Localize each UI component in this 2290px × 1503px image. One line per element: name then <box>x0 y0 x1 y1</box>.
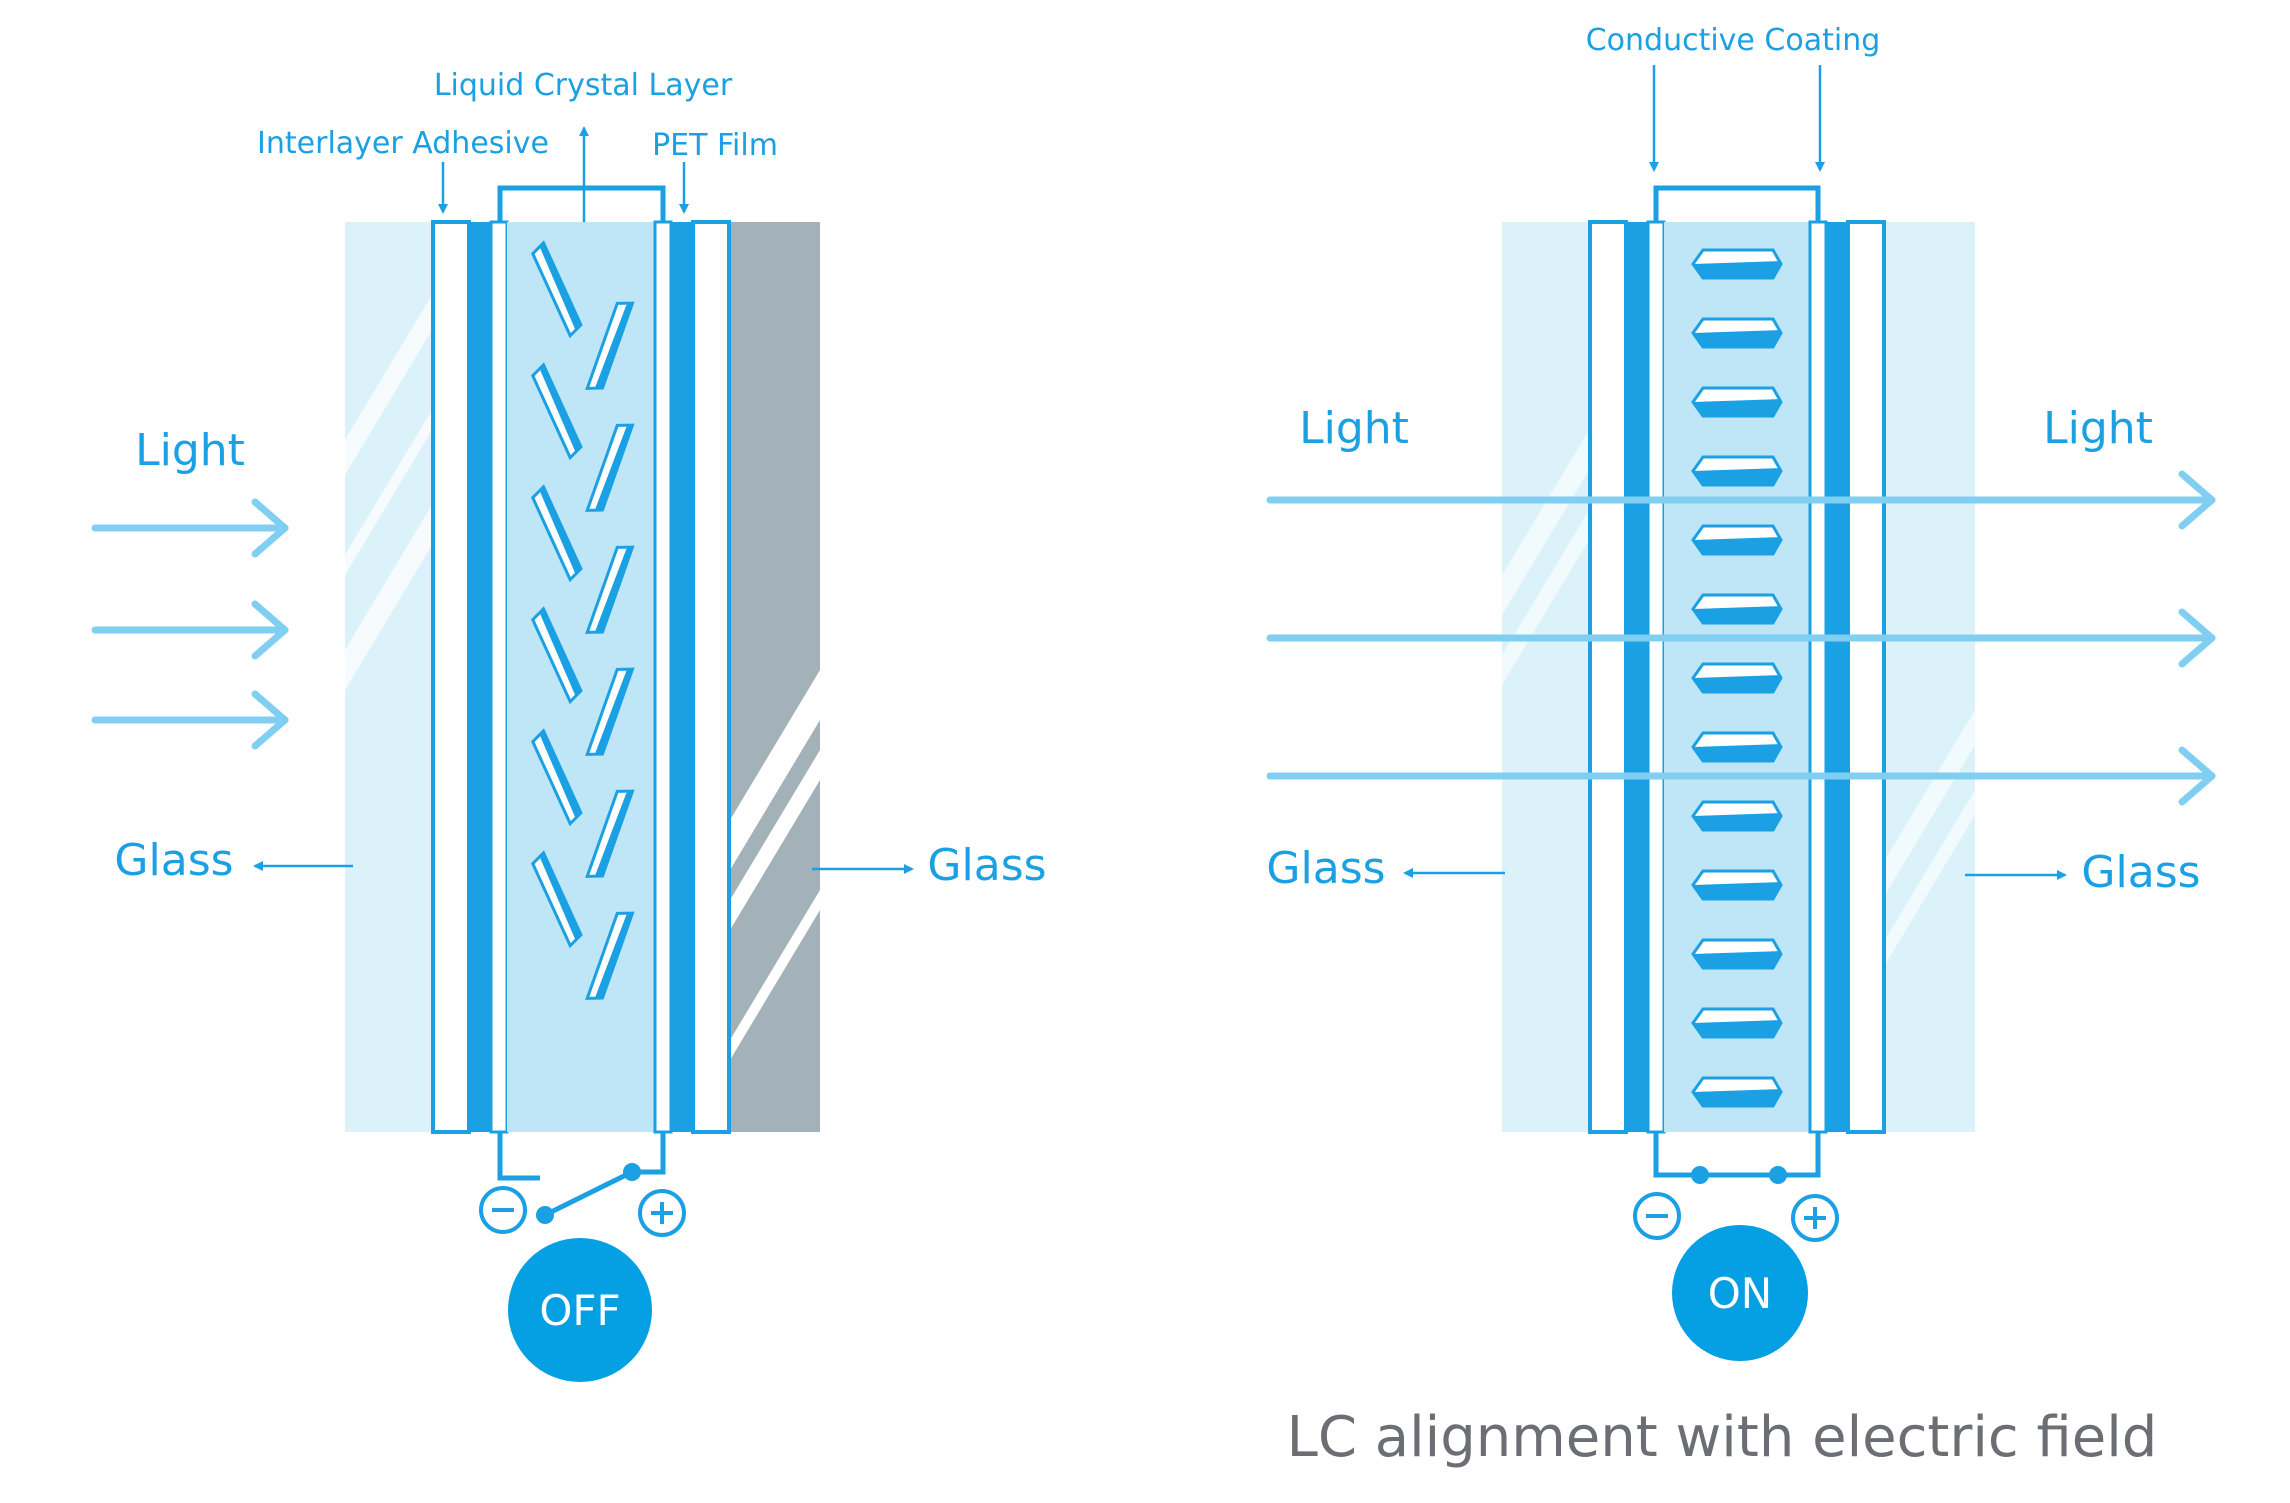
adhesive-right <box>653 220 673 1134</box>
liquid-crystal-molecule <box>1691 662 1783 694</box>
conductive-layer-right <box>1826 222 1848 1132</box>
label-glass-right: Glass <box>2081 847 2200 898</box>
label-glass-left: Glass <box>1266 843 1385 894</box>
liquid-crystal-molecule <box>1691 317 1783 349</box>
liquid-crystal-molecule <box>530 850 583 949</box>
label-glass-left: Glass <box>114 835 233 886</box>
liquid-crystal-layer <box>507 222 655 1132</box>
switch-node <box>1769 1166 1787 1184</box>
liquid-crystal-molecule <box>585 301 635 390</box>
liquid-crystal-molecule <box>1691 248 1783 280</box>
liquid-crystal-molecule <box>1691 1007 1783 1039</box>
glass-reflection <box>730 670 820 870</box>
off-state-button[interactable] <box>508 1238 652 1382</box>
left-glass-pane <box>345 222 435 1132</box>
off-state-label: OFF <box>539 1286 620 1335</box>
liquid-crystal-molecule <box>1691 938 1783 970</box>
liquid-crystal-molecule <box>1691 1076 1783 1108</box>
incoming-light-arrows <box>91 498 289 750</box>
glass-reflection <box>345 500 435 690</box>
glass-reflection <box>730 890 820 1060</box>
liquid-crystal-molecule <box>1691 869 1783 901</box>
circuit-wire-top <box>1653 185 1821 222</box>
glass-reflection <box>1885 710 1975 895</box>
label-light: Light <box>135 425 245 476</box>
glass-reflection <box>730 750 820 930</box>
liquid-crystal-molecule <box>530 728 583 827</box>
circuit-wire-bottom-right <box>632 1132 666 1175</box>
right-glass-pane-opaque <box>730 222 820 1132</box>
circuit-wire-bottom-left <box>497 1132 540 1181</box>
glass-reflection <box>345 405 435 575</box>
liquid-crystal-molecule <box>530 240 583 339</box>
liquid-crystal-molecules-aligned <box>1691 248 1783 1108</box>
label-conductive-coating: Conductive Coating <box>1586 23 1881 58</box>
pet-film-left <box>431 220 471 1134</box>
on-panel: ON Conductive Coating Light Light Glass … <box>1266 23 2216 1361</box>
liquid-crystal-molecule <box>1691 731 1783 763</box>
label-glass-right: Glass <box>927 840 1046 891</box>
glass-reflection <box>345 290 435 475</box>
switch-node <box>536 1206 554 1224</box>
adhesive-left <box>489 220 509 1134</box>
conductive-layer-right <box>671 222 693 1132</box>
left-glass-pane <box>1502 222 1592 1132</box>
liquid-crystal-molecules-random <box>530 240 635 1000</box>
pet-film-left <box>1588 220 1628 1134</box>
conductive-layer-left <box>1626 222 1648 1132</box>
liquid-crystal-molecule <box>1691 593 1783 625</box>
label-interlayer-adhesive: Interlayer Adhesive <box>257 126 549 161</box>
liquid-crystal-molecule <box>530 606 583 705</box>
liquid-crystal-molecule <box>585 911 635 1000</box>
liquid-crystal-molecule <box>530 484 583 583</box>
label-liquid-crystal-layer: Liquid Crystal Layer <box>434 68 733 103</box>
liquid-crystal-molecule <box>585 789 635 878</box>
switch-node <box>623 1163 641 1181</box>
conductive-layer-left <box>469 222 491 1132</box>
adhesive-right <box>1808 220 1828 1134</box>
label-light-left: Light <box>1299 403 1409 454</box>
pet-film-right <box>691 220 731 1134</box>
glass-reflection <box>1502 425 1592 615</box>
liquid-crystal-molecule <box>1691 800 1783 832</box>
circuit-wire-top <box>497 185 666 222</box>
liquid-crystal-molecule <box>1691 455 1783 487</box>
off-panel: OFF Liquid Crystal Layer Interlayer Adhe… <box>91 68 1047 1382</box>
open-switch <box>543 1169 634 1218</box>
liquid-crystal-molecule <box>530 362 583 461</box>
label-pet-film: PET Film <box>652 128 778 163</box>
liquid-crystal-molecule <box>1691 386 1783 418</box>
circuit-wire-bottom <box>1653 1132 1821 1178</box>
label-light-right: Light <box>2043 403 2153 454</box>
adhesive-left <box>1646 220 1666 1134</box>
diagram-caption: LC alignment with electric field <box>1287 1405 2158 1470</box>
pet-film-right <box>1846 220 1886 1134</box>
on-state-button[interactable] <box>1672 1225 1808 1361</box>
liquid-crystal-molecule <box>585 667 635 756</box>
liquid-crystal-molecule <box>585 545 635 634</box>
on-state-label: ON <box>1708 1269 1772 1318</box>
liquid-crystal-molecule <box>1691 524 1783 556</box>
right-glass-pane <box>1885 222 1975 1132</box>
switch-node <box>1691 1166 1709 1184</box>
transmitted-light-arrows <box>1266 470 2216 806</box>
glass-reflection <box>1885 790 1975 965</box>
liquid-crystal-molecule <box>585 423 635 512</box>
